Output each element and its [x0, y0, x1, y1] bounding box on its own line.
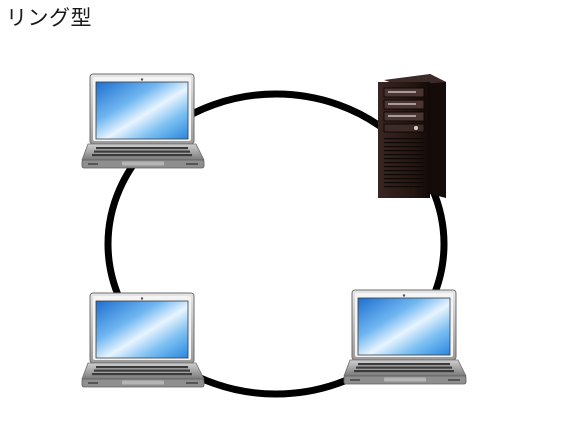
page-title: リング型	[6, 6, 92, 30]
server-tower-icon	[377, 73, 447, 199]
laptop-icon	[81, 292, 205, 388]
laptop-icon	[81, 73, 205, 169]
ring-connection	[104, 90, 448, 398]
laptop-icon	[343, 289, 467, 385]
